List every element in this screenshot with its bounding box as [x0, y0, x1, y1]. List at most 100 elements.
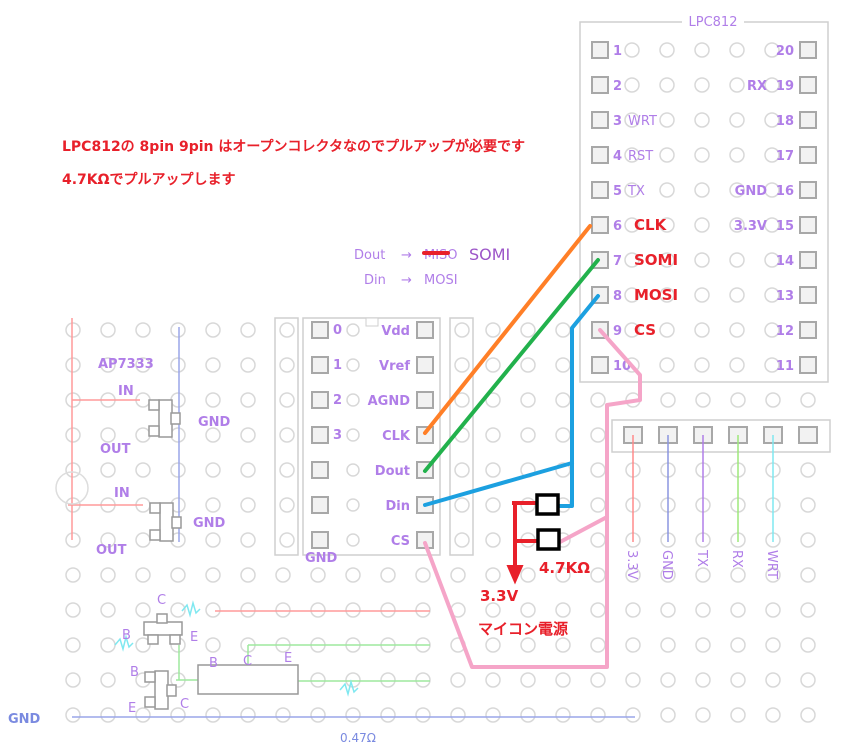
lpc-pin-pad [799, 41, 817, 59]
hole [345, 567, 361, 583]
lpc-pin-number: 2 [613, 79, 622, 94]
hole [485, 672, 501, 688]
regulator-section: AP7333 IN OUT GND IN OUT GND [55, 318, 231, 558]
adc-pin-pad [311, 496, 329, 514]
hole [624, 77, 640, 93]
hole [520, 602, 536, 618]
hole [485, 707, 501, 723]
adc-pin-label: Vdd [381, 324, 410, 339]
hole [624, 357, 640, 373]
hole [659, 182, 675, 198]
hole [65, 602, 81, 618]
reg2-gnd: GND [193, 516, 226, 531]
hole [135, 637, 151, 653]
lpc-pin-number: 16 [776, 184, 794, 199]
adc-gnd-label: GND [305, 551, 338, 566]
hole [729, 182, 745, 198]
pin1-notch [365, 317, 379, 327]
hole [485, 462, 501, 478]
hole [65, 357, 81, 373]
hole [279, 322, 295, 338]
t2-c: C [180, 697, 189, 712]
hole [279, 427, 295, 443]
lpc-signal-label: MOSI [634, 286, 678, 304]
hole [240, 532, 256, 548]
hole [730, 707, 746, 723]
hole [65, 532, 81, 548]
hole [590, 392, 606, 408]
hole [170, 602, 186, 618]
hole [240, 567, 256, 583]
lpc-signal-label: WRT [628, 114, 657, 129]
somi-wire [423, 258, 600, 473]
hole [659, 217, 675, 233]
lpc-pin-pad [799, 251, 817, 269]
hole [729, 112, 745, 128]
reg1-gnd: GND [198, 415, 231, 430]
lpc-pin-pad [799, 216, 817, 234]
mapping-somi: SOMI [469, 245, 510, 264]
t2-b: B [130, 665, 139, 680]
resistor-symbol [181, 600, 201, 618]
hole [555, 672, 571, 688]
hole [729, 42, 745, 58]
hole [485, 427, 501, 443]
hole [240, 497, 256, 513]
hole [485, 602, 501, 618]
hole [205, 357, 221, 373]
hole [764, 42, 780, 58]
lpc-pin-number: 12 [776, 324, 794, 339]
adc-channel-label: 0 [333, 323, 342, 338]
lpc-pin-pad [799, 356, 817, 374]
hole [240, 392, 256, 408]
hole [520, 392, 536, 408]
hole [454, 532, 470, 548]
hole [624, 217, 640, 233]
hole [135, 602, 151, 618]
hole [694, 147, 710, 163]
t1-b: B [122, 628, 131, 643]
hole [624, 252, 640, 268]
hole [520, 672, 536, 688]
hole [100, 532, 116, 548]
hole [346, 533, 360, 547]
hole [170, 322, 186, 338]
hole [415, 672, 431, 688]
hole [275, 567, 291, 583]
lpc-pin-number: 5 [613, 184, 622, 199]
hole [694, 112, 710, 128]
hole [346, 428, 360, 442]
hole [660, 567, 676, 583]
lpc-signal-label: CS [634, 321, 656, 339]
lpc-pin-pad [799, 286, 817, 304]
hole [694, 77, 710, 93]
hole [729, 252, 745, 268]
hole [590, 497, 606, 513]
hole [695, 602, 711, 618]
lpc-pin-number: 11 [776, 359, 794, 374]
hole [380, 672, 396, 688]
hole [624, 182, 640, 198]
hole [279, 357, 295, 373]
hole [450, 707, 466, 723]
hole [765, 707, 781, 723]
hole [485, 497, 501, 513]
hole [310, 672, 326, 688]
hole [135, 462, 151, 478]
t1-c: C [157, 593, 166, 608]
hole [660, 637, 676, 653]
hole [764, 322, 780, 338]
clk-wire [423, 224, 592, 435]
hole [730, 392, 746, 408]
hole [729, 77, 745, 93]
hole [659, 357, 675, 373]
lpc-pin-pad [799, 181, 817, 199]
hole [450, 567, 466, 583]
note-line-1: LPC812の 8pin 9pin はオープンコレクタなのでプルアップが必要です [62, 138, 525, 155]
hole [135, 427, 151, 443]
hole [205, 392, 221, 408]
hole [729, 217, 745, 233]
hole [694, 287, 710, 303]
hole [695, 637, 711, 653]
